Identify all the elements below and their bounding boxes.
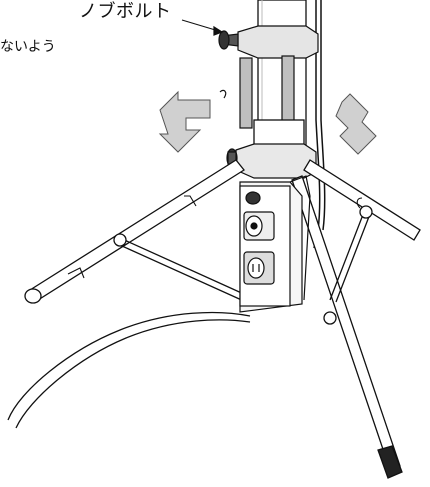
side-note-text: ないよう [0,39,56,55]
spread-arrow-left-icon [158,90,211,153]
upper-clamp [181,19,319,129]
tripod-legs [24,159,421,479]
spread-arrow-right-icon [335,93,377,155]
power-cable [7,311,251,429]
connector-box [239,175,311,313]
hook-details [67,195,363,279]
knob-bolt-label: ノブボルト [79,1,172,22]
hub-clamp [226,143,317,179]
